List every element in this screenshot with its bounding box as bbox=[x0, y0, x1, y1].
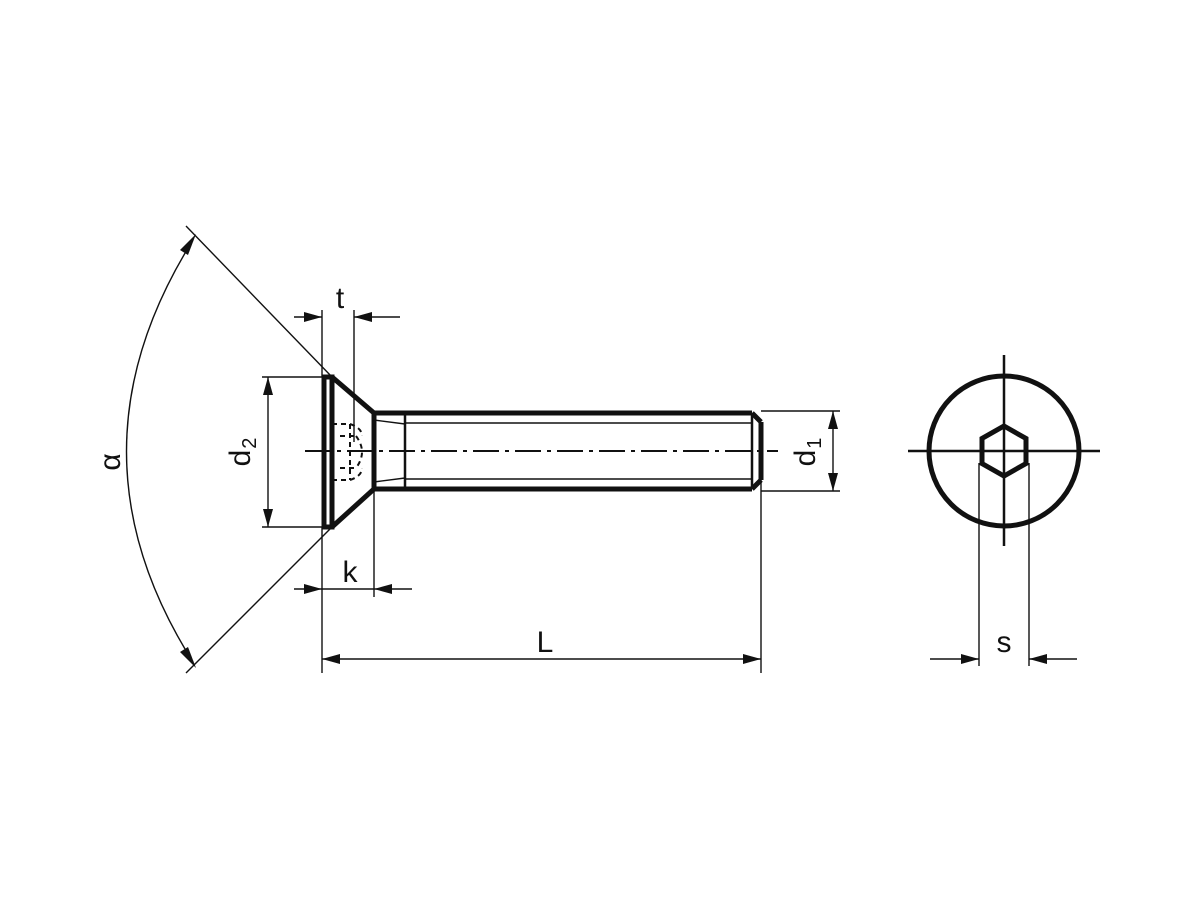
d2-dimension: d2 bbox=[224, 376, 324, 528]
d1-label: d1 bbox=[789, 438, 826, 467]
cone-top-edge bbox=[330, 375, 376, 415]
L-dimension: L bbox=[322, 480, 762, 673]
cone-bottom-edge bbox=[330, 487, 376, 529]
k-label: k bbox=[343, 556, 359, 589]
s-dimension: s bbox=[930, 463, 1077, 666]
alpha-extension-lower bbox=[185, 526, 333, 674]
k-arrow-left bbox=[304, 584, 322, 594]
alpha-arc bbox=[125, 239, 194, 663]
d1-dimension: d1 bbox=[761, 410, 840, 492]
t-arrow-right bbox=[354, 312, 372, 322]
angle-alpha-dimension: α bbox=[94, 225, 333, 674]
s-arrow-left bbox=[961, 654, 979, 664]
k-dimension: k bbox=[294, 489, 412, 673]
t-dimension: t bbox=[294, 282, 400, 442]
d1-arrow-top bbox=[828, 411, 838, 429]
d2-label: d2 bbox=[224, 438, 261, 467]
s-label: s bbox=[997, 626, 1012, 659]
t-arrow-left bbox=[304, 312, 322, 322]
t-label: t bbox=[336, 282, 345, 315]
d2-arrow-top bbox=[263, 377, 273, 395]
thread-runout-bottom bbox=[373, 477, 406, 483]
tip-chamfer-top bbox=[750, 411, 763, 424]
screw-end-view bbox=[908, 355, 1100, 546]
alpha-arrow-top bbox=[180, 234, 196, 255]
s-arrow-right bbox=[1029, 654, 1047, 664]
L-label: L bbox=[537, 626, 554, 659]
thread-runout-top bbox=[373, 419, 406, 425]
screw-side-view bbox=[305, 374, 778, 530]
tip-chamfer-bottom bbox=[750, 478, 763, 491]
alpha-label: α bbox=[94, 453, 127, 470]
d1-arrow-bottom bbox=[828, 473, 838, 491]
alpha-arrow-bottom bbox=[180, 647, 196, 668]
alpha-extension-upper bbox=[185, 225, 333, 378]
L-arrow-left bbox=[322, 654, 340, 664]
L-arrow-right bbox=[743, 654, 761, 664]
d2-arrow-bottom bbox=[263, 509, 273, 527]
k-arrow-right bbox=[374, 584, 392, 594]
